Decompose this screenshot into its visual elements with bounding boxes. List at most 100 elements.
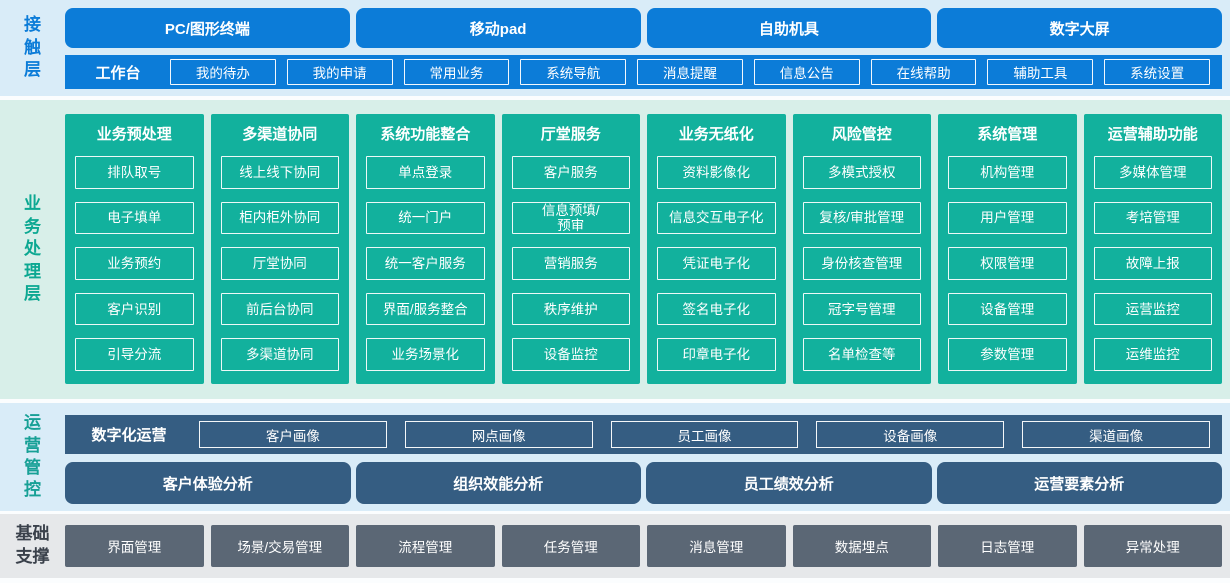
- column-hall-service: 厅堂服务 客户服务 信息预填/ 预审 营销服务 秩序维护 设备监控: [501, 114, 640, 384]
- workbench-item-common-business[interactable]: 常用业务: [403, 59, 510, 85]
- business-layer-band: 业务处理层 业务预处理 排队取号 电子填单 业务预约 客户识别 引导分流 多渠道…: [0, 100, 1230, 399]
- column-system-management: 系统管理 机构管理 用户管理 权限管理 设备管理 参数管理: [938, 114, 1077, 384]
- column-item[interactable]: 设备监控: [511, 338, 630, 371]
- column-item[interactable]: 冠字号管理: [802, 292, 921, 326]
- column-item[interactable]: 多渠道协同: [220, 338, 339, 371]
- column-item[interactable]: 客户服务: [511, 156, 630, 189]
- business-layer-label: 业务处理层: [24, 194, 41, 304]
- digital-ops-bar: 数字化运营 客户画像 网点画像 员工画像 设备画像 渠道画像: [65, 415, 1222, 454]
- column-item[interactable]: 营销服务: [511, 247, 630, 280]
- digital-ops-label: 数字化运营: [91, 427, 167, 444]
- analysis-row: 客户体验分析 组织效能分析 员工绩效分析 运营要素分析: [65, 462, 1222, 504]
- column-item[interactable]: 名单检查等: [802, 338, 921, 371]
- column-item[interactable]: 用户管理: [948, 201, 1067, 235]
- column-item[interactable]: 柜内柜外协同: [220, 201, 339, 235]
- ops-item-channel-profile[interactable]: 渠道画像: [1022, 421, 1210, 448]
- analysis-ops-elements[interactable]: 运营要素分析: [936, 462, 1222, 504]
- column-item[interactable]: 复核/审批管理: [802, 201, 921, 235]
- workbench-item-my-application[interactable]: 我的申请: [286, 59, 393, 85]
- workbench-item-info-announcement[interactable]: 信息公告: [753, 59, 860, 85]
- column-item[interactable]: 厅堂协同: [220, 247, 339, 280]
- column-item[interactable]: 运维监控: [1093, 338, 1212, 371]
- column-item[interactable]: 多媒体管理: [1093, 156, 1212, 189]
- contact-layer-label: 接触层: [24, 15, 41, 80]
- channel-self-service[interactable]: 自助机具: [646, 8, 932, 48]
- ops-item-employee-profile[interactable]: 员工画像: [610, 421, 799, 448]
- column-item[interactable]: 信息预填/ 预审: [511, 201, 630, 235]
- contact-layer-band: 接触层 PC/图形终端 移动pad 自助机具 数字大屏 工作台 我的待办 我的申…: [0, 0, 1230, 96]
- workbench-bar: 工作台 我的待办 我的申请 常用业务 系统导航 消息提醒 信息公告 在线帮助 辅…: [65, 55, 1222, 89]
- column-title: 系统管理: [977, 126, 1038, 143]
- operations-layer-label: 运营管控: [24, 413, 41, 500]
- column-item[interactable]: 运营监控: [1093, 292, 1212, 326]
- foundation-ui-management[interactable]: 界面管理: [65, 525, 204, 567]
- channel-pc-terminal[interactable]: PC/图形终端: [65, 8, 350, 48]
- column-item[interactable]: 资料影像化: [657, 156, 776, 189]
- column-risk-control: 风险管控 多模式授权 复核/审批管理 身份核查管理 冠字号管理 名单检查等: [792, 114, 931, 384]
- foundation-data-tracking[interactable]: 数据埋点: [792, 525, 931, 567]
- analysis-org-efficiency[interactable]: 组织效能分析: [355, 462, 641, 504]
- foundation-layer-label-wrap: 基础 支撑: [0, 514, 65, 578]
- column-title: 风险管控: [831, 126, 892, 143]
- column-item[interactable]: 凭证电子化: [657, 247, 776, 280]
- channels-row: PC/图形终端 移动pad 自助机具 数字大屏: [65, 8, 1222, 48]
- ops-item-customer-profile[interactable]: 客户画像: [199, 421, 387, 448]
- column-item[interactable]: 多模式授权: [802, 156, 921, 189]
- column-title: 业务预处理: [96, 126, 172, 143]
- column-item[interactable]: 印章电子化: [657, 338, 776, 371]
- analysis-customer-experience[interactable]: 客户体验分析: [65, 462, 351, 504]
- column-title: 多渠道协同: [242, 126, 318, 143]
- foundation-message-management[interactable]: 消息管理: [647, 525, 786, 567]
- workbench-item-message-reminder[interactable]: 消息提醒: [637, 59, 743, 85]
- column-item[interactable]: 界面/服务整合: [366, 292, 485, 326]
- column-title: 系统功能整合: [380, 126, 471, 143]
- workbench-label: 工作台: [95, 64, 141, 82]
- column-item[interactable]: 引导分流: [75, 338, 194, 371]
- workbench-item-my-todo[interactable]: 我的待办: [170, 59, 276, 85]
- column-item[interactable]: 身份核查管理: [802, 247, 921, 280]
- workbench-item-online-help[interactable]: 在线帮助: [870, 59, 977, 85]
- workbench-item-auxiliary-tools[interactable]: 辅助工具: [987, 59, 1094, 85]
- column-item[interactable]: 排队取号: [75, 156, 194, 189]
- column-title: 运营辅助功能: [1107, 126, 1198, 143]
- foundation-log-management[interactable]: 日志管理: [938, 525, 1077, 567]
- analysis-employee-performance[interactable]: 员工绩效分析: [646, 462, 932, 504]
- column-item[interactable]: 统一客户服务: [366, 247, 485, 280]
- column-title: 业务无纸化: [678, 126, 754, 143]
- column-item[interactable]: 设备管理: [948, 292, 1067, 326]
- column-item[interactable]: 签名电子化: [657, 292, 776, 326]
- foundation-layer-label: 基础 支撑: [15, 524, 50, 566]
- column-item[interactable]: 业务预约: [75, 247, 194, 280]
- column-item[interactable]: 客户识别: [75, 292, 194, 326]
- foundation-process-management[interactable]: 流程管理: [356, 525, 495, 567]
- column-item[interactable]: 秩序维护: [511, 292, 630, 326]
- foundation-exception-handling[interactable]: 异常处理: [1083, 525, 1222, 567]
- foundation-scene-transaction[interactable]: 场景/交易管理: [210, 525, 349, 567]
- contact-layer-label-wrap: 接触层: [0, 0, 65, 96]
- column-item[interactable]: 单点登录: [366, 156, 485, 189]
- column-item[interactable]: 线上线下协同: [220, 156, 339, 189]
- channel-digital-screen[interactable]: 数字大屏: [937, 8, 1222, 48]
- column-item[interactable]: 业务场景化: [366, 338, 485, 371]
- channel-mobile-pad[interactable]: 移动pad: [355, 8, 641, 48]
- column-business-preprocess: 业务预处理 排队取号 电子填单 业务预约 客户识别 引导分流: [65, 114, 204, 384]
- column-item[interactable]: 考培管理: [1093, 201, 1212, 235]
- column-item[interactable]: 机构管理: [948, 156, 1067, 189]
- foundation-task-management[interactable]: 任务管理: [501, 525, 640, 567]
- workbench-item-system-navigation[interactable]: 系统导航: [520, 59, 627, 85]
- column-item[interactable]: 信息交互电子化: [657, 201, 776, 235]
- column-item[interactable]: 电子填单: [75, 201, 194, 235]
- column-item[interactable]: 统一门户: [366, 201, 485, 235]
- column-system-integration: 系统功能整合 单点登录 统一门户 统一客户服务 界面/服务整合 业务场景化: [356, 114, 495, 384]
- foundation-layer-band: 基础 支撑 界面管理 场景/交易管理 流程管理 任务管理 消息管理 数据埋点 日…: [0, 514, 1230, 578]
- workbench-item-system-settings[interactable]: 系统设置: [1104, 59, 1211, 85]
- column-title: 厅堂服务: [540, 126, 601, 143]
- ops-item-device-profile[interactable]: 设备画像: [816, 421, 1005, 448]
- column-item[interactable]: 前后台协同: [220, 292, 339, 326]
- column-item[interactable]: 参数管理: [948, 338, 1067, 371]
- column-item[interactable]: 权限管理: [948, 247, 1067, 280]
- ops-item-branch-profile[interactable]: 网点画像: [404, 421, 593, 448]
- foundation-row: 界面管理 场景/交易管理 流程管理 任务管理 消息管理 数据埋点 日志管理 异常…: [65, 525, 1222, 567]
- column-item[interactable]: 故障上报: [1093, 247, 1212, 280]
